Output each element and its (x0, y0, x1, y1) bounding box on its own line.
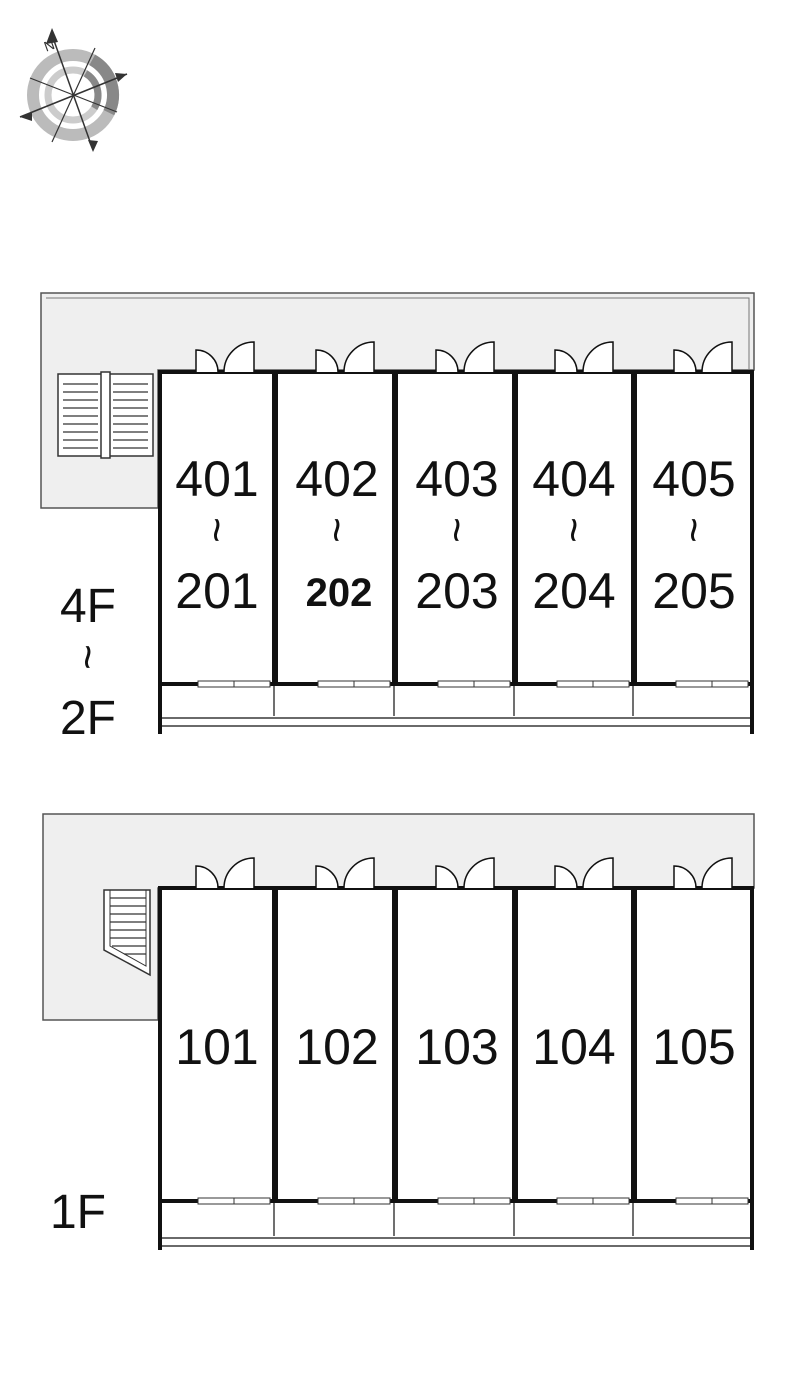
floor-label-2f: 2F (60, 692, 116, 745)
stair-icon (103, 889, 151, 977)
unit-104-label: 104 (532, 1019, 615, 1075)
upper-floor-plan: 401 ~ 201 402 ~ 202 403 ~ 203 404 ~ 204 … (40, 292, 755, 745)
unit-205-label: 205 (652, 563, 735, 619)
floor-label-1f: 1F (50, 1186, 106, 1239)
unit-range-separator: ~ (549, 517, 598, 543)
unit-405-label: 405 (652, 451, 735, 507)
unit-202-label: 202 (306, 571, 373, 615)
unit-402-label: 402 (295, 451, 378, 507)
unit-201-label: 201 (175, 563, 258, 619)
stair-icon (57, 371, 154, 459)
floor-label-4f: 4F (60, 580, 116, 633)
unit-range-separator: ~ (669, 517, 718, 543)
unit-range-separator: ~ (432, 517, 481, 543)
lower-floor-plan: 101 102 103 104 105 1F (42, 813, 755, 1250)
unit-102-label: 102 (295, 1019, 378, 1075)
unit-105-label: 105 (652, 1019, 735, 1075)
door-icons-lower (195, 857, 733, 889)
unit-101-label: 101 (175, 1019, 258, 1075)
unit-range-separator: ~ (312, 517, 361, 543)
unit-404-label: 404 (532, 451, 615, 507)
unit-401-label: 401 (175, 451, 258, 507)
unit-403-label: 403 (415, 451, 498, 507)
unit-range-separator: ~ (192, 517, 241, 543)
door-icons-upper (195, 341, 733, 373)
unit-103-label: 103 (415, 1019, 498, 1075)
compass-rose-icon: N (19, 28, 128, 152)
unit-203-label: 203 (415, 563, 498, 619)
floor-range-separator: ~ (63, 644, 112, 670)
unit-204-label: 204 (532, 563, 615, 619)
